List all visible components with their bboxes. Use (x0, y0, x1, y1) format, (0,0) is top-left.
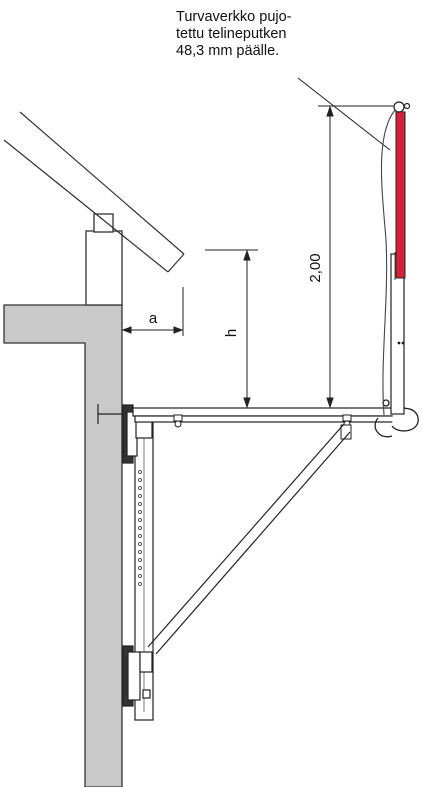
note-leader-line (297, 77, 391, 151)
dimension-h (205, 249, 258, 409)
dimension-a (121, 287, 184, 336)
safety-net-note: Turvaverkko pujo- tettu telineputken 48,… (176, 9, 292, 59)
anchor-bolt-marker (97, 404, 124, 424)
diagonal-strut (147, 423, 351, 655)
net-top-clamp (393, 101, 411, 113)
dimension-a-label: a (149, 310, 158, 327)
parapet-column (85, 230, 123, 306)
roof-rafter (3, 111, 185, 273)
safety-net (380, 109, 396, 416)
lower-wall-clamp (122, 645, 153, 707)
adjustment-holes (138, 470, 142, 586)
dimension-2m-label: 2,00 (307, 253, 324, 282)
guardrail-post-red-top (398, 112, 403, 252)
guardrail-post-details (394, 252, 405, 345)
deck-connectors (173, 414, 352, 440)
building-wall (3, 304, 123, 787)
dimension-h-label: h (223, 329, 240, 337)
dimension-2m (318, 105, 395, 409)
parapet-cap (93, 213, 114, 233)
